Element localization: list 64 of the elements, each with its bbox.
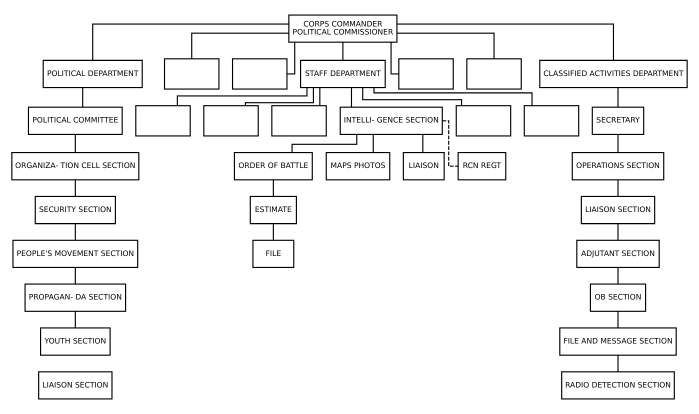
connector	[397, 32, 495, 59]
node-box: RADIO DETECTION SECTION	[561, 371, 675, 400]
connector	[82, 88, 84, 107]
node-box: OPERATIONS SECTION	[572, 152, 664, 180]
node-box: ORDER OF BATTLE	[234, 152, 313, 180]
connector	[272, 224, 274, 240]
node-box	[398, 58, 454, 90]
connector	[244, 88, 314, 106]
connector	[390, 42, 398, 75]
node-box: LIAISON SECTION	[580, 196, 656, 224]
node-box: CLASSIFIED ACTIVITIES DEPARTMENT	[539, 60, 688, 88]
connector	[372, 134, 374, 152]
node-box: FILE AND MESSAGE SECTION	[559, 327, 677, 356]
connector	[617, 134, 619, 152]
connector	[617, 355, 619, 372]
connector	[617, 311, 619, 328]
node-box	[456, 105, 512, 137]
connector	[287, 42, 296, 75]
connector	[176, 88, 308, 106]
node-box: POLITICAL COMMITTEE	[28, 106, 123, 135]
connector	[617, 268, 619, 284]
node-box	[203, 105, 259, 137]
node-box: LIAISON	[402, 152, 445, 180]
connector	[362, 88, 462, 106]
node-box	[232, 58, 288, 90]
node-box: OB SECTION	[590, 284, 646, 312]
node-box: SECRETARY	[592, 106, 644, 135]
node-box	[271, 105, 327, 137]
node-box: MAPS PHOTOS	[326, 152, 390, 180]
node-box	[524, 105, 580, 137]
connector	[74, 180, 76, 196]
connector	[74, 224, 76, 240]
node-box: ESTIMATE	[250, 196, 297, 224]
node-box: YOUTH SECTION	[40, 327, 111, 356]
connector	[617, 180, 619, 196]
connector	[319, 88, 320, 106]
node-box: PROPAGAN- DA SECTION	[24, 284, 126, 312]
node-box: LIAISON SECTION	[38, 371, 113, 400]
node-box: CORPS COMMANDER POLITICAL COMMISSIONER	[288, 14, 398, 43]
connector	[350, 88, 352, 107]
node-box	[135, 105, 191, 137]
connector	[617, 88, 619, 107]
connector	[617, 224, 619, 240]
connector	[74, 311, 76, 328]
node-box: RCN REGT	[458, 152, 506, 180]
node-box	[164, 58, 220, 90]
connector	[292, 134, 358, 152]
node-box: SECURITY SECTION	[34, 196, 116, 224]
connector	[74, 268, 76, 284]
node-box: INTELLI- GENCE SECTION	[340, 106, 443, 135]
node-box: ADJUTANT SECTION	[576, 240, 660, 268]
connector	[422, 134, 424, 152]
node-box: POLITICAL DEPARTMENT	[42, 60, 143, 88]
node-box: FILE	[252, 240, 294, 268]
connector	[74, 134, 76, 152]
connector	[342, 42, 344, 60]
connector	[92, 24, 289, 60]
connector	[272, 180, 274, 196]
node-box: ORGANIZA- TION CELL SECTION	[11, 152, 140, 180]
node-box: PEOPLE'S MOVEMENT SECTION	[12, 240, 138, 268]
node-box: STAFF DEPARTMENT	[300, 60, 386, 88]
connector	[191, 32, 289, 59]
node-box	[466, 58, 522, 90]
connector	[397, 24, 614, 60]
